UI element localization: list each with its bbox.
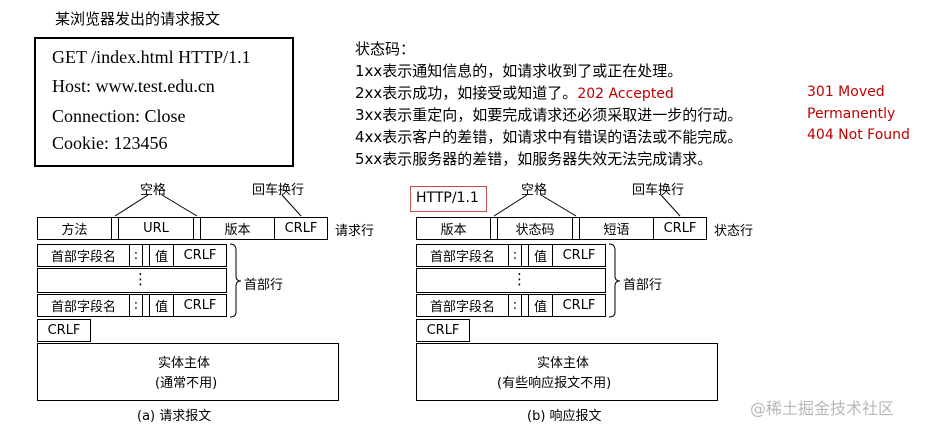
request-line-text: GET /index.html HTTP/1.1	[52, 47, 251, 67]
request-empty-crlf: CRLF	[37, 319, 91, 342]
status-line-1xx: 1xx表示通知信息的，如请求收到了或正在处理。	[355, 62, 683, 80]
request-body-note: (通常不用)	[155, 376, 218, 391]
response-crlf-label: 回车换行	[632, 183, 685, 198]
connection-line-text: Connection: Close	[52, 106, 186, 126]
request-body-box	[37, 343, 339, 401]
watermark-text: @稀土掘金技术社区	[750, 399, 895, 418]
note-404: 404 Not Found	[807, 127, 910, 143]
response-phrase-cell: 短语	[579, 217, 654, 240]
response-header-ellipsis-row	[416, 268, 606, 293]
host-line-text: Host: www.test.edu.cn	[52, 76, 215, 96]
request-line-label: 请求行	[335, 224, 375, 239]
response-line-crlf-cell: CRLF	[653, 217, 707, 240]
note-202: 202 Accepted	[577, 86, 674, 102]
note-301-line2: Permanently	[807, 106, 896, 122]
status-line-4xx: 4xx表示客户的差错，如请求中有错误的语法或不能完成。	[355, 128, 743, 146]
request-url-cell: URL	[118, 217, 194, 240]
request-body-title: 实体主体	[158, 356, 211, 371]
request-line-crlf-cell: CRLF	[274, 217, 328, 240]
response-header-name-2: 首部字段名	[416, 294, 509, 317]
request-header-value-1: 值	[149, 244, 174, 267]
response-caption: (b) 响应报文	[527, 409, 602, 424]
request-caption: (a) 请求报文	[137, 409, 212, 424]
status-heading: 状态码：	[355, 40, 416, 58]
request-space-label: 空格	[140, 183, 167, 198]
request-header-colon-2: :	[129, 294, 143, 317]
request-header-ellipsis-row	[37, 268, 227, 293]
status-line-2xx: 2xx表示成功，如接受或知道了。202 Accepted	[355, 84, 674, 102]
version-tag: HTTP/1.1	[416, 190, 479, 206]
request-crlf-label: 回车换行	[252, 183, 305, 198]
response-space-label: 空格	[521, 183, 548, 198]
request-header-name-1: 首部字段名	[37, 244, 130, 267]
version-tag-box	[410, 186, 487, 212]
response-vdots: ⋮	[512, 270, 527, 288]
response-header-name-1: 首部字段名	[416, 244, 509, 267]
request-header-crlf-2: CRLF	[173, 294, 227, 317]
response-header-label: 首部行	[623, 278, 663, 293]
response-body-box	[416, 343, 718, 401]
page-title: 某浏览器发出的请求报文	[55, 10, 221, 28]
status-line-5xx: 5xx表示服务器的差错，如服务器失效无法完成请求。	[355, 150, 713, 168]
response-version-cell: 版本	[416, 217, 491, 240]
response-status-code-cell: 状态码	[497, 217, 573, 240]
response-line-label: 状态行	[714, 224, 754, 239]
note-301-line1: 301 Moved	[807, 84, 885, 100]
response-empty-crlf: CRLF	[416, 319, 470, 342]
request-header-crlf-1: CRLF	[173, 244, 227, 267]
response-header-crlf-2: CRLF	[552, 294, 606, 317]
request-vdots: ⋮	[133, 270, 148, 288]
response-header-colon-1: :	[508, 244, 522, 267]
status-line-3xx: 3xx表示重定向，如要完成请求还必须采取进一步的行动。	[355, 106, 743, 124]
request-example-box	[34, 37, 294, 167]
request-header-value-2: 值	[149, 294, 174, 317]
response-header-crlf-1: CRLF	[552, 244, 606, 267]
cookie-line-text: Cookie: 123456	[52, 133, 168, 153]
response-header-value-2: 值	[528, 294, 553, 317]
response-header-value-1: 值	[528, 244, 553, 267]
response-body-note: (有些响应报文不用)	[497, 376, 612, 391]
request-method-cell: 方法	[37, 217, 112, 240]
request-header-colon-1: :	[129, 244, 143, 267]
response-header-colon-2: :	[508, 294, 522, 317]
request-header-label: 首部行	[244, 278, 284, 293]
request-version-cell: 版本	[200, 217, 275, 240]
request-header-name-2: 首部字段名	[37, 294, 130, 317]
response-body-title: 实体主体	[537, 356, 590, 371]
